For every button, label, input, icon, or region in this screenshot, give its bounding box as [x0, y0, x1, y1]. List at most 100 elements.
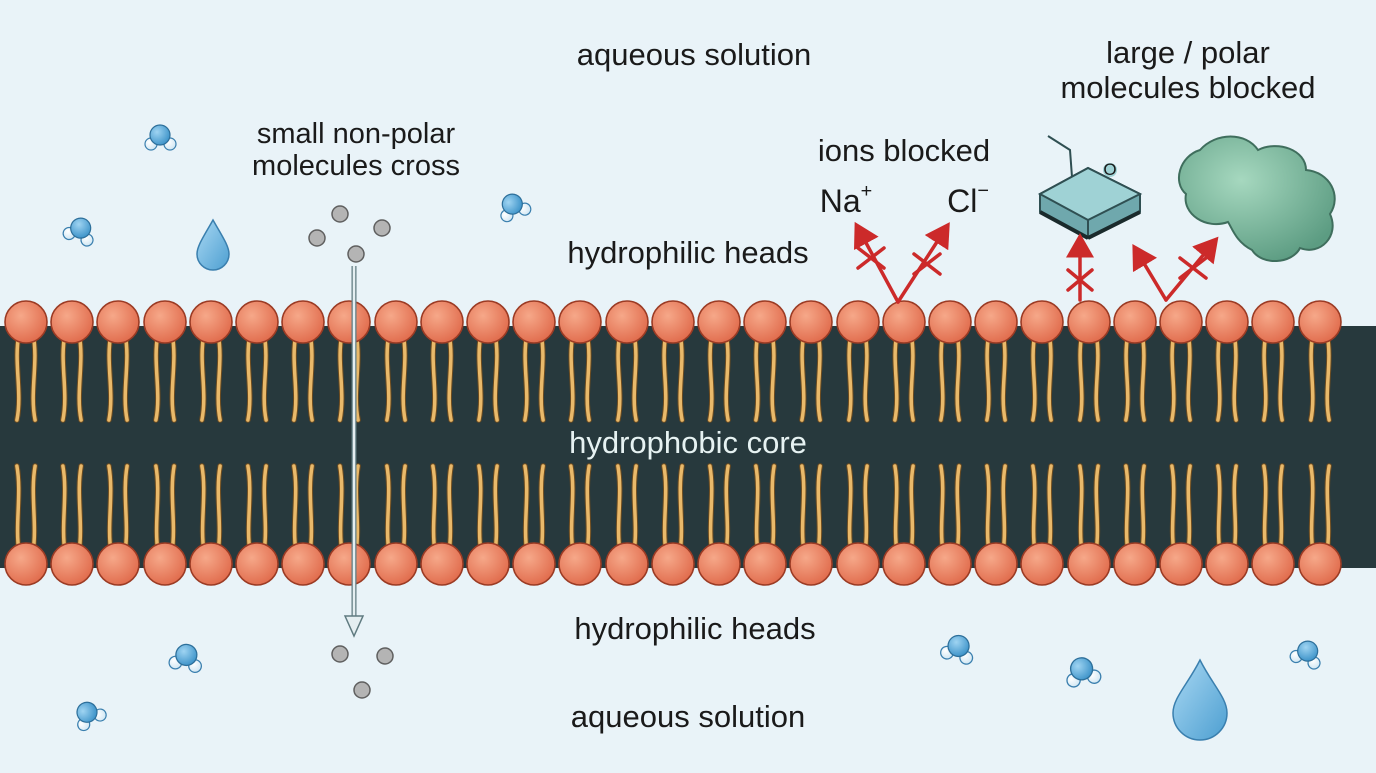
blocked-arrow-icon — [854, 221, 950, 304]
lipid-head — [974, 542, 1018, 586]
lipid-head — [1205, 300, 1249, 344]
lipid-tail-pair — [753, 331, 777, 555]
small-nonpolar-label: small non-polar molecules cross — [252, 118, 460, 183]
large-polar-label: large / polar molecules blocked — [1060, 35, 1315, 105]
sodium-ion-label: Na+ — [820, 181, 873, 220]
lipid-head — [558, 542, 602, 586]
lipid-head — [1113, 300, 1157, 344]
lipid-tail-pair — [707, 331, 731, 555]
lipid-head — [789, 542, 833, 586]
water-molecules — [62, 124, 1321, 732]
lipid-head — [420, 300, 464, 344]
lipid-tail-pair — [476, 331, 500, 555]
hydrophilic-heads-bottom-label: hydrophilic heads — [574, 611, 816, 646]
lipid-head — [466, 542, 510, 586]
water-molecule-icon — [1066, 657, 1102, 688]
lipid-tail-pair — [799, 331, 823, 555]
lipid-head — [1113, 542, 1157, 586]
small-nonpolar-label-line1: small non-polar — [256, 118, 456, 150]
lipid-head — [1020, 300, 1064, 344]
water-molecule-icon — [76, 701, 107, 732]
lipid-head — [605, 300, 649, 344]
ring-oxygen-label: O — [1103, 160, 1116, 179]
lipid-head — [512, 300, 556, 344]
lipid-head — [928, 300, 972, 344]
lipid-head — [374, 300, 418, 344]
nonpolar-molecule-icon — [373, 219, 391, 237]
lipid-head — [143, 542, 187, 586]
water-molecule-icon — [1289, 640, 1321, 670]
nonpolar-molecule-icon — [308, 229, 326, 247]
lipid-head — [1159, 542, 1203, 586]
lipid-head — [928, 542, 972, 586]
lipid-tail-pair — [1077, 331, 1101, 555]
lipid-head — [327, 542, 371, 586]
lipid-head — [235, 300, 279, 344]
lipid-tail-pair — [1261, 331, 1285, 555]
protein-blob-icon — [1177, 135, 1336, 263]
lipid-tail-pair — [846, 331, 870, 555]
lipid-heads — [4, 300, 1342, 586]
lipid-head — [1067, 300, 1111, 344]
lipid-head — [1298, 300, 1342, 344]
chloride-ion-label: Cl− — [947, 181, 989, 220]
lipid-head — [697, 542, 741, 586]
lipid-head — [974, 300, 1018, 344]
sodium-charge: + — [860, 180, 873, 203]
lipid-head — [189, 300, 233, 344]
lipid-tail-pair — [892, 331, 916, 555]
lipid-tail-pair — [1215, 331, 1239, 555]
aqueous-solution-top-label: aqueous solution — [576, 37, 812, 72]
lipid-tail-pair — [615, 331, 639, 555]
nonpolar-molecule-icon — [353, 681, 371, 699]
small-nonpolar-label-line2: molecules cross — [252, 150, 460, 183]
chloride-symbol: Cl — [947, 183, 978, 219]
lipid-head — [1020, 542, 1064, 586]
lipid-head — [512, 542, 556, 586]
lipid-head — [96, 300, 140, 344]
nonpolar-molecules — [308, 205, 394, 699]
lipid-tail-pair — [291, 331, 315, 555]
lipid-head — [1159, 300, 1203, 344]
lipid-head — [697, 300, 741, 344]
lipid-head — [651, 300, 695, 344]
lipid-head — [1205, 542, 1249, 586]
lipid-tail-pair — [384, 331, 408, 555]
lipid-head — [4, 542, 48, 586]
lipid-tail-pair — [1308, 331, 1332, 555]
lipid-head — [420, 542, 464, 586]
lipid-head — [327, 300, 371, 344]
lipid-head — [882, 300, 926, 344]
lipid-head — [143, 300, 187, 344]
lipid-head — [1067, 542, 1111, 586]
lipid-tail-pair — [153, 331, 177, 555]
lipid-head — [281, 300, 325, 344]
large-polar-label-line1: large / polar — [1106, 35, 1270, 70]
water-drop-icon — [196, 218, 230, 271]
lipid-head — [281, 542, 325, 586]
lipid-head — [743, 300, 787, 344]
nonpolar-molecule-icon — [376, 647, 394, 665]
lipid-tail-pair — [14, 331, 38, 555]
lipid-tail-pair — [568, 331, 592, 555]
water-molecule-icon — [144, 124, 177, 151]
lipid-tail-pair — [522, 331, 546, 555]
lipid-tail-pair — [661, 331, 685, 555]
blocked-arrow-icon — [1066, 233, 1094, 302]
lipid-head — [189, 542, 233, 586]
nonpolar-molecule-icon — [347, 245, 365, 263]
lipid-head — [1251, 300, 1295, 344]
blocked-arrow-icon — [1132, 236, 1219, 302]
lipid-head — [558, 300, 602, 344]
lipid-head — [50, 300, 94, 344]
lipid-head — [836, 542, 880, 586]
nonpolar-molecule-icon — [331, 205, 349, 223]
lipid-tail-pair — [106, 331, 130, 555]
lipid-head — [466, 300, 510, 344]
lipid-head — [743, 542, 787, 586]
lipid-head — [882, 542, 926, 586]
lipid-tail-pair — [337, 331, 361, 555]
lipid-tail-pair — [1123, 331, 1147, 555]
